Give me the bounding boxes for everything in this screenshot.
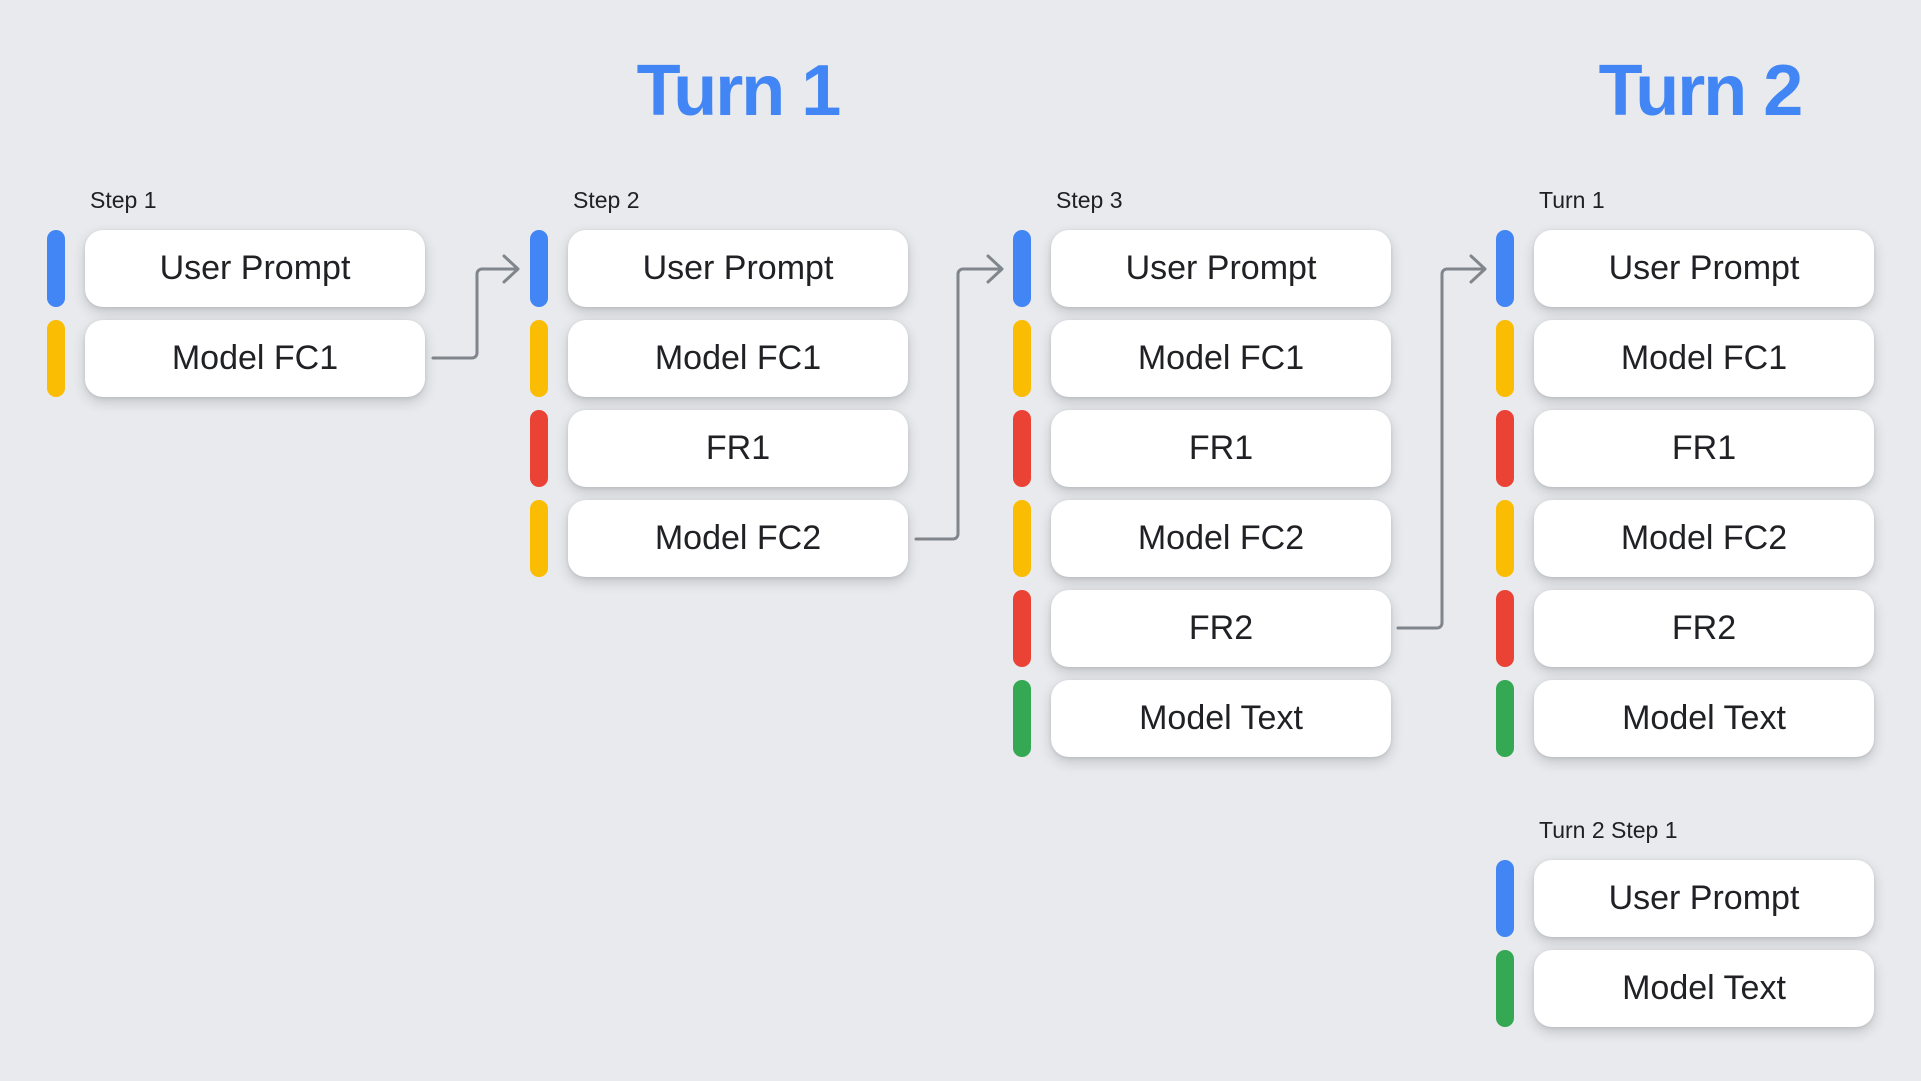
model-fc-color-bar: [530, 500, 548, 577]
flow-arrow-step3-to-turn1: [1396, 254, 1487, 630]
diagram-row: User Prompt: [47, 230, 425, 307]
diagram-row: Model FC1: [47, 320, 425, 397]
diagram-row: Model FC2: [1013, 500, 1391, 577]
user-prompt-color-bar: [530, 230, 548, 307]
user-prompt-color-bar: [1496, 860, 1514, 937]
step-group-step-1: Step 1 User Prompt Model FC1: [47, 186, 425, 410]
step-group-turn-1-history: Turn 1 User Prompt Model FC1 FR1 Model F…: [1496, 186, 1874, 770]
diagram-row: Model FC2: [1496, 500, 1874, 577]
diagram-row: User Prompt: [1496, 230, 1874, 307]
function-response-color-bar: [1013, 410, 1031, 487]
model-fc-card: Model FC2: [1051, 500, 1391, 577]
user-prompt-card: User Prompt: [85, 230, 425, 307]
group-label: Step 3: [1056, 187, 1123, 213]
flow-arrow-step1-to-step2: [431, 254, 520, 360]
function-response-card: FR1: [568, 410, 908, 487]
diagram-row: FR1: [1496, 410, 1874, 487]
user-prompt-card: User Prompt: [568, 230, 908, 307]
step-group-turn-2-step-1: Turn 2 Step 1 User Prompt Model Text: [1496, 816, 1874, 1040]
function-response-color-bar: [1496, 590, 1514, 667]
model-fc-color-bar: [1496, 320, 1514, 397]
model-fc-card: Model FC1: [568, 320, 908, 397]
group-label: Step 2: [573, 187, 640, 213]
step-group-step-2: Step 2 User Prompt Model FC1 FR1 Model F…: [530, 186, 908, 590]
flow-arrow-step2-to-step3: [914, 254, 1004, 541]
diagram-row: Model FC1: [1013, 320, 1391, 397]
user-prompt-card: User Prompt: [1534, 230, 1874, 307]
function-response-card: FR1: [1534, 410, 1874, 487]
model-text-color-bar: [1013, 680, 1031, 757]
user-prompt-color-bar: [1496, 230, 1514, 307]
user-prompt-card: User Prompt: [1534, 860, 1874, 937]
user-prompt-color-bar: [47, 230, 65, 307]
diagram-row: Model FC1: [1496, 320, 1874, 397]
diagram-row: FR2: [1496, 590, 1874, 667]
model-fc-card: Model FC1: [85, 320, 425, 397]
diagram-row: FR1: [530, 410, 908, 487]
group-label: Turn 1: [1539, 187, 1605, 213]
model-fc-card: Model FC1: [1051, 320, 1391, 397]
step-group-step-3: Step 3 User Prompt Model FC1 FR1 Model F…: [1013, 186, 1391, 770]
model-text-card: Model Text: [1534, 680, 1874, 757]
function-response-color-bar: [1496, 410, 1514, 487]
diagram-row: Model Text: [1496, 680, 1874, 757]
function-response-card: FR2: [1534, 590, 1874, 667]
model-fc-color-bar: [1013, 500, 1031, 577]
diagram-row: Model FC1: [530, 320, 908, 397]
model-fc-color-bar: [530, 320, 548, 397]
model-fc-card: Model FC2: [568, 500, 908, 577]
model-text-color-bar: [1496, 680, 1514, 757]
diagram-row: Model Text: [1496, 950, 1874, 1027]
model-text-color-bar: [1496, 950, 1514, 1027]
title-turn-1: Turn 1: [636, 51, 842, 131]
model-text-card: Model Text: [1051, 680, 1391, 757]
user-prompt-color-bar: [1013, 230, 1031, 307]
diagram-row: FR2: [1013, 590, 1391, 667]
diagram-row: User Prompt: [1013, 230, 1391, 307]
diagram-row: Model Text: [1013, 680, 1391, 757]
model-fc-color-bar: [1496, 500, 1514, 577]
diagram-row: User Prompt: [1496, 860, 1874, 937]
model-fc-color-bar: [47, 320, 65, 397]
group-label: Turn 2 Step 1: [1539, 817, 1678, 843]
diagram-row: User Prompt: [530, 230, 908, 307]
title-turn-2: Turn 2: [1598, 51, 1804, 131]
function-response-card: FR1: [1051, 410, 1391, 487]
model-fc-color-bar: [1013, 320, 1031, 397]
model-fc-card: Model FC1: [1534, 320, 1874, 397]
model-text-card: Model Text: [1534, 950, 1874, 1027]
model-fc-card: Model FC2: [1534, 500, 1874, 577]
diagram-row: FR1: [1013, 410, 1391, 487]
function-response-color-bar: [1013, 590, 1031, 667]
user-prompt-card: User Prompt: [1051, 230, 1391, 307]
function-response-color-bar: [530, 410, 548, 487]
group-label: Step 1: [90, 187, 157, 213]
function-response-card: FR2: [1051, 590, 1391, 667]
diagram-row: Model FC2: [530, 500, 908, 577]
